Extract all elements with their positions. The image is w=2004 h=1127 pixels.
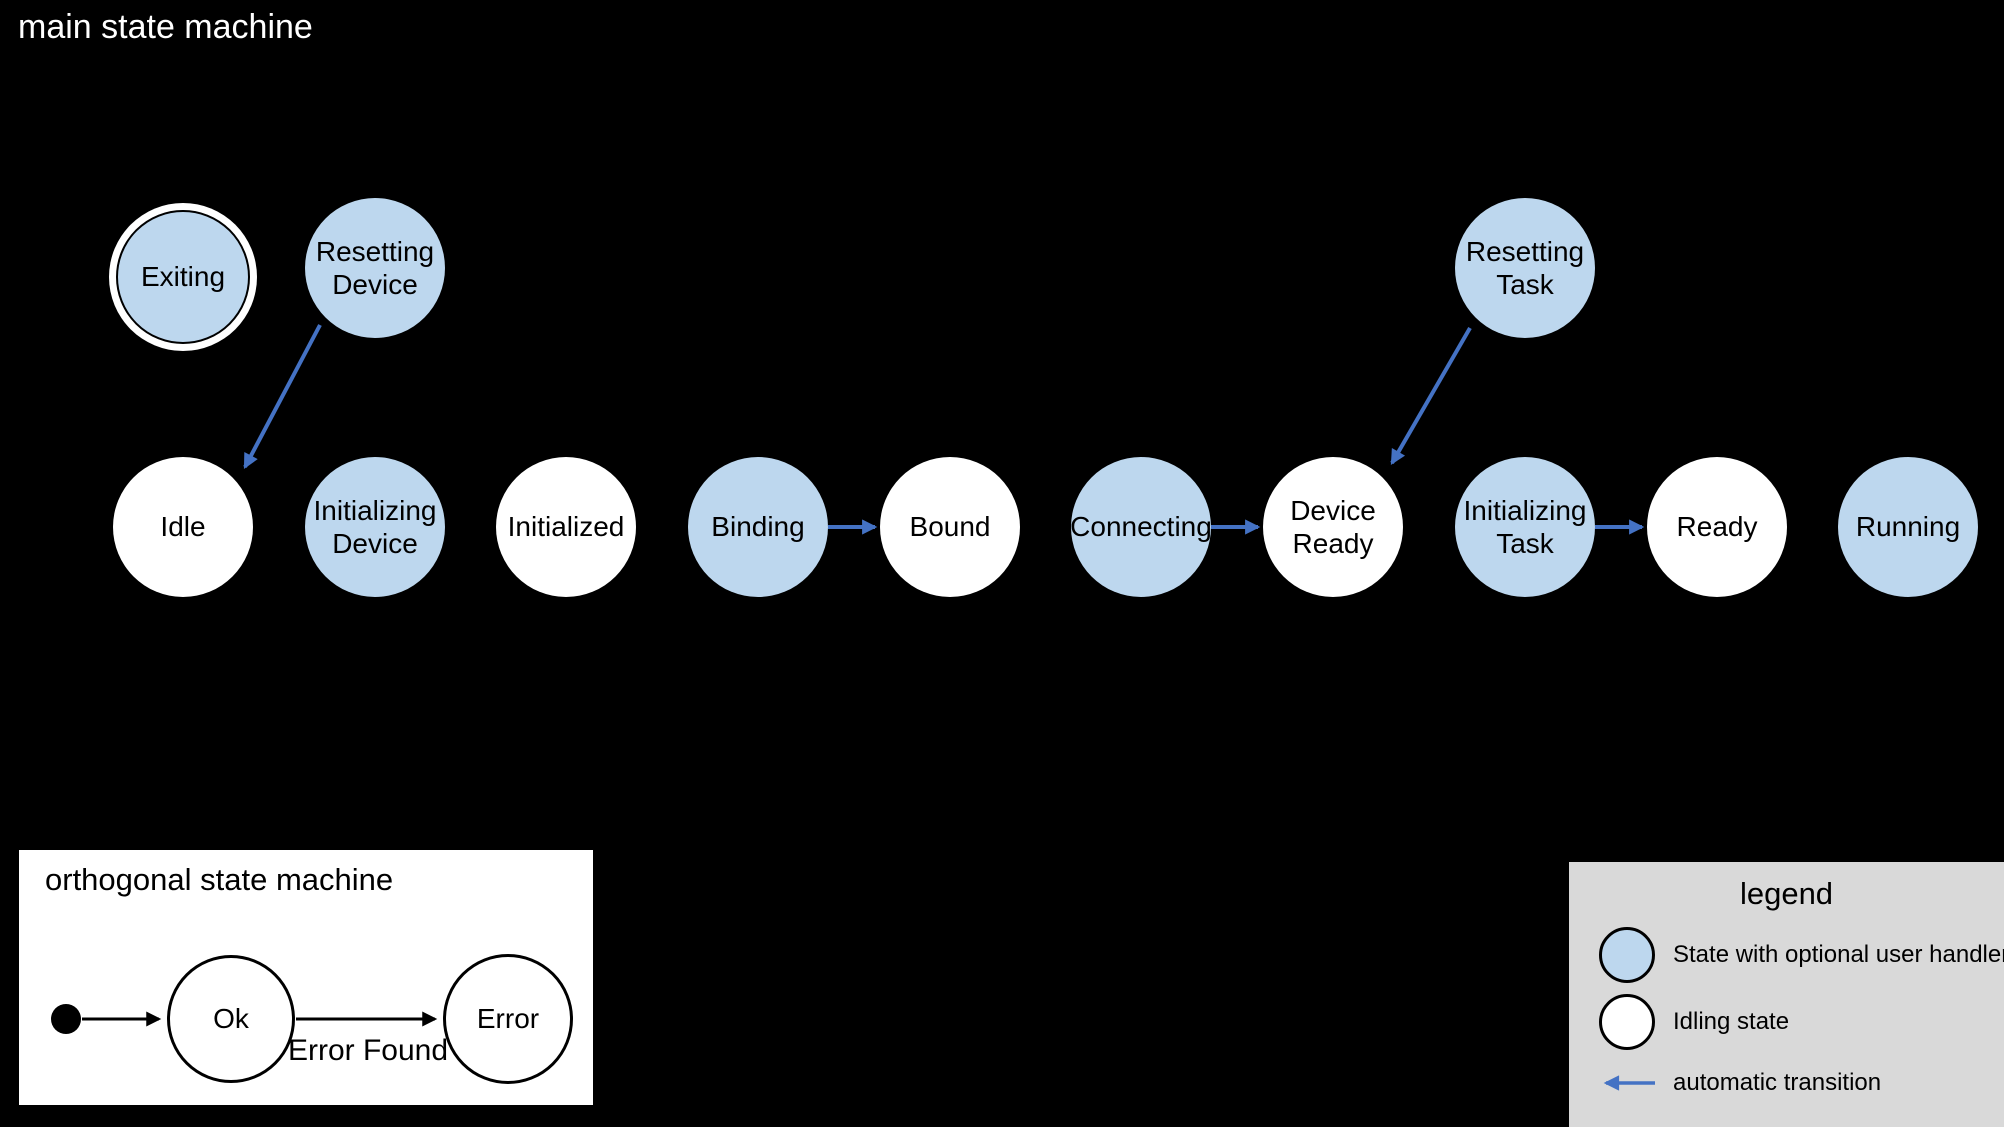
state-label: Device Ready bbox=[1290, 494, 1376, 559]
state-label: Bound bbox=[909, 511, 991, 543]
initial-state-dot bbox=[51, 1004, 81, 1034]
state-label: Initializing Task bbox=[1463, 494, 1587, 559]
state-bound: Bound bbox=[880, 457, 1020, 597]
state-resetting-device: Resetting Device bbox=[305, 198, 445, 338]
state-label: Resetting Device bbox=[315, 235, 435, 300]
state-initialized: Initialized bbox=[496, 457, 636, 597]
handler-state-swatch bbox=[1599, 927, 1655, 983]
legend-item-label: State with optional user handler bbox=[1673, 941, 2004, 968]
state-label: Connecting bbox=[1070, 511, 1212, 543]
state-initializing-task: Initializing Task bbox=[1455, 457, 1595, 597]
state-connecting: Connecting bbox=[1070, 457, 1212, 597]
state-ready: Ready bbox=[1647, 457, 1787, 597]
legend-title: legend bbox=[1739, 876, 1834, 911]
legend-item-label: automatic transition bbox=[1673, 1069, 1882, 1096]
legend-item-label: Idling state bbox=[1673, 1008, 1790, 1035]
state-label: Exiting bbox=[140, 261, 226, 293]
main-machine-title: main state machine bbox=[18, 8, 313, 46]
state-idle: Idle bbox=[113, 457, 253, 597]
state-label: Idle bbox=[160, 511, 206, 543]
legend-panel: legend State with optional user handler … bbox=[1569, 862, 2004, 1127]
transition-resetting-task-to-device-ready bbox=[1390, 326, 1472, 465]
state-error: Error bbox=[443, 954, 573, 1084]
state-label: Ready bbox=[1676, 511, 1758, 543]
state-label: Binding bbox=[711, 511, 805, 543]
idling-state-swatch bbox=[1599, 994, 1655, 1050]
state-label: Resetting Task bbox=[1465, 235, 1585, 300]
state-label: Initializing Device bbox=[313, 494, 437, 559]
transition-label-error-found: Error Found bbox=[287, 1034, 449, 1067]
state-label: Initialized bbox=[507, 511, 625, 543]
state-ok: Ok bbox=[167, 955, 295, 1083]
state-binding: Binding bbox=[688, 457, 828, 597]
orthogonal-machine-title: orthogonal state machine bbox=[45, 862, 394, 897]
state-resetting-task: Resetting Task bbox=[1455, 198, 1595, 338]
orthogonal-machine-panel: orthogonal state machine Ok Error Error … bbox=[19, 850, 593, 1105]
state-label: Running bbox=[1855, 511, 1961, 543]
transition-resetting-device-to-idle bbox=[243, 324, 322, 470]
state-device-ready: Device Ready bbox=[1263, 457, 1403, 597]
state-label: Error bbox=[476, 1003, 540, 1034]
state-initializing-device: Initializing Device bbox=[305, 457, 445, 597]
state-label: Ok bbox=[213, 1003, 249, 1034]
state-running: Running bbox=[1838, 457, 1978, 597]
state-exiting: Exiting bbox=[116, 210, 250, 344]
